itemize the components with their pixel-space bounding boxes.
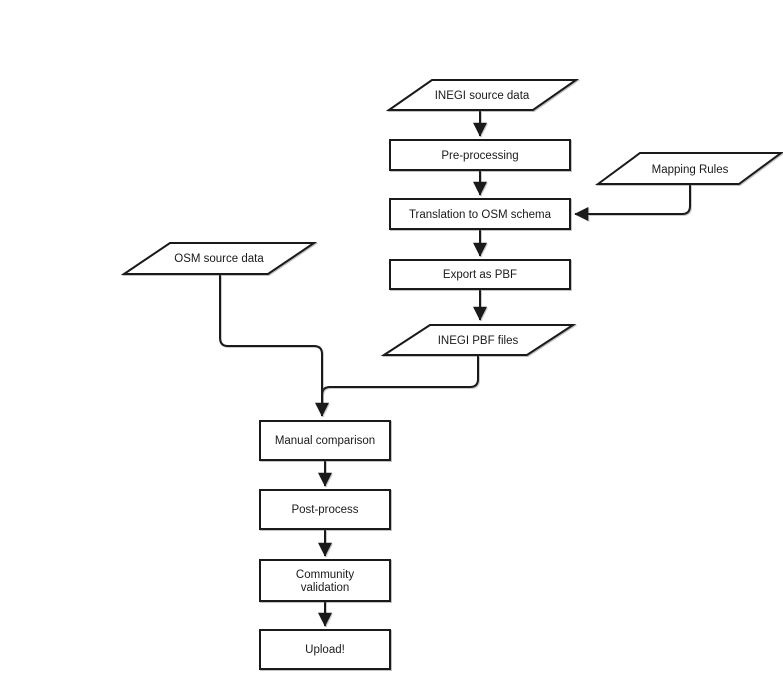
inegi-pbf-files-parallelogram <box>380 324 577 356</box>
node-osm-source-data: OSM source data <box>120 242 318 275</box>
inegi-pbf-files-label: INEGI PBF files <box>438 335 519 347</box>
export-pbf-rect <box>389 259 571 290</box>
edge-inegi-pbf-to-merge <box>321 356 479 402</box>
translation-label: Translation to OSM schema <box>409 209 552 221</box>
translation-rect <box>389 198 571 230</box>
community-validation-rect <box>259 559 391 602</box>
export-pbf-label: Export as PBF <box>443 269 517 281</box>
post-process-rect <box>259 489 391 530</box>
node-export-as-pbf: Export as PBF <box>389 259 571 290</box>
osm-source-data-label: OSM source data <box>174 253 264 265</box>
node-post-process: Post-process <box>259 489 391 530</box>
mapping-rules-label: Mapping Rules <box>652 164 729 176</box>
upload-rect <box>259 629 391 670</box>
node-manual-comparison: Manual comparison <box>259 420 391 461</box>
node-community-validation: Community validation <box>259 559 391 602</box>
upload-label: Upload! <box>305 644 345 656</box>
edges-layer <box>219 111 691 627</box>
node-upload: Upload! <box>259 629 391 670</box>
nodes-layer: INEGI source data Pre-processing Mapping… <box>120 79 783 670</box>
community-validation-label-line2: validation <box>301 582 350 594</box>
edge-mapping-rules-to-translation <box>574 185 691 221</box>
osm-source-data-parallelogram <box>120 242 318 275</box>
inegi-source-data-label: INEGI source data <box>435 90 530 102</box>
node-pre-processing: Pre-processing <box>389 139 571 171</box>
inegi-source-data-parallelogram <box>385 79 580 111</box>
node-mapping-rules: Mapping Rules <box>594 152 783 185</box>
post-process-label: Post-process <box>291 504 358 516</box>
pre-processing-rect <box>389 139 571 171</box>
edge-osm-source-to-manual-comparison <box>219 275 329 417</box>
manual-comparison-label: Manual comparison <box>275 435 375 447</box>
node-translation-to-osm-schema: Translation to OSM schema <box>389 198 571 230</box>
manual-comparison-rect <box>259 420 391 461</box>
mapping-rules-parallelogram <box>594 152 783 185</box>
pre-processing-label: Pre-processing <box>441 150 518 162</box>
node-inegi-source-data: INEGI source data <box>385 79 580 111</box>
node-inegi-pbf-files: INEGI PBF files <box>380 324 577 356</box>
community-validation-label-line1: Community <box>296 569 354 581</box>
